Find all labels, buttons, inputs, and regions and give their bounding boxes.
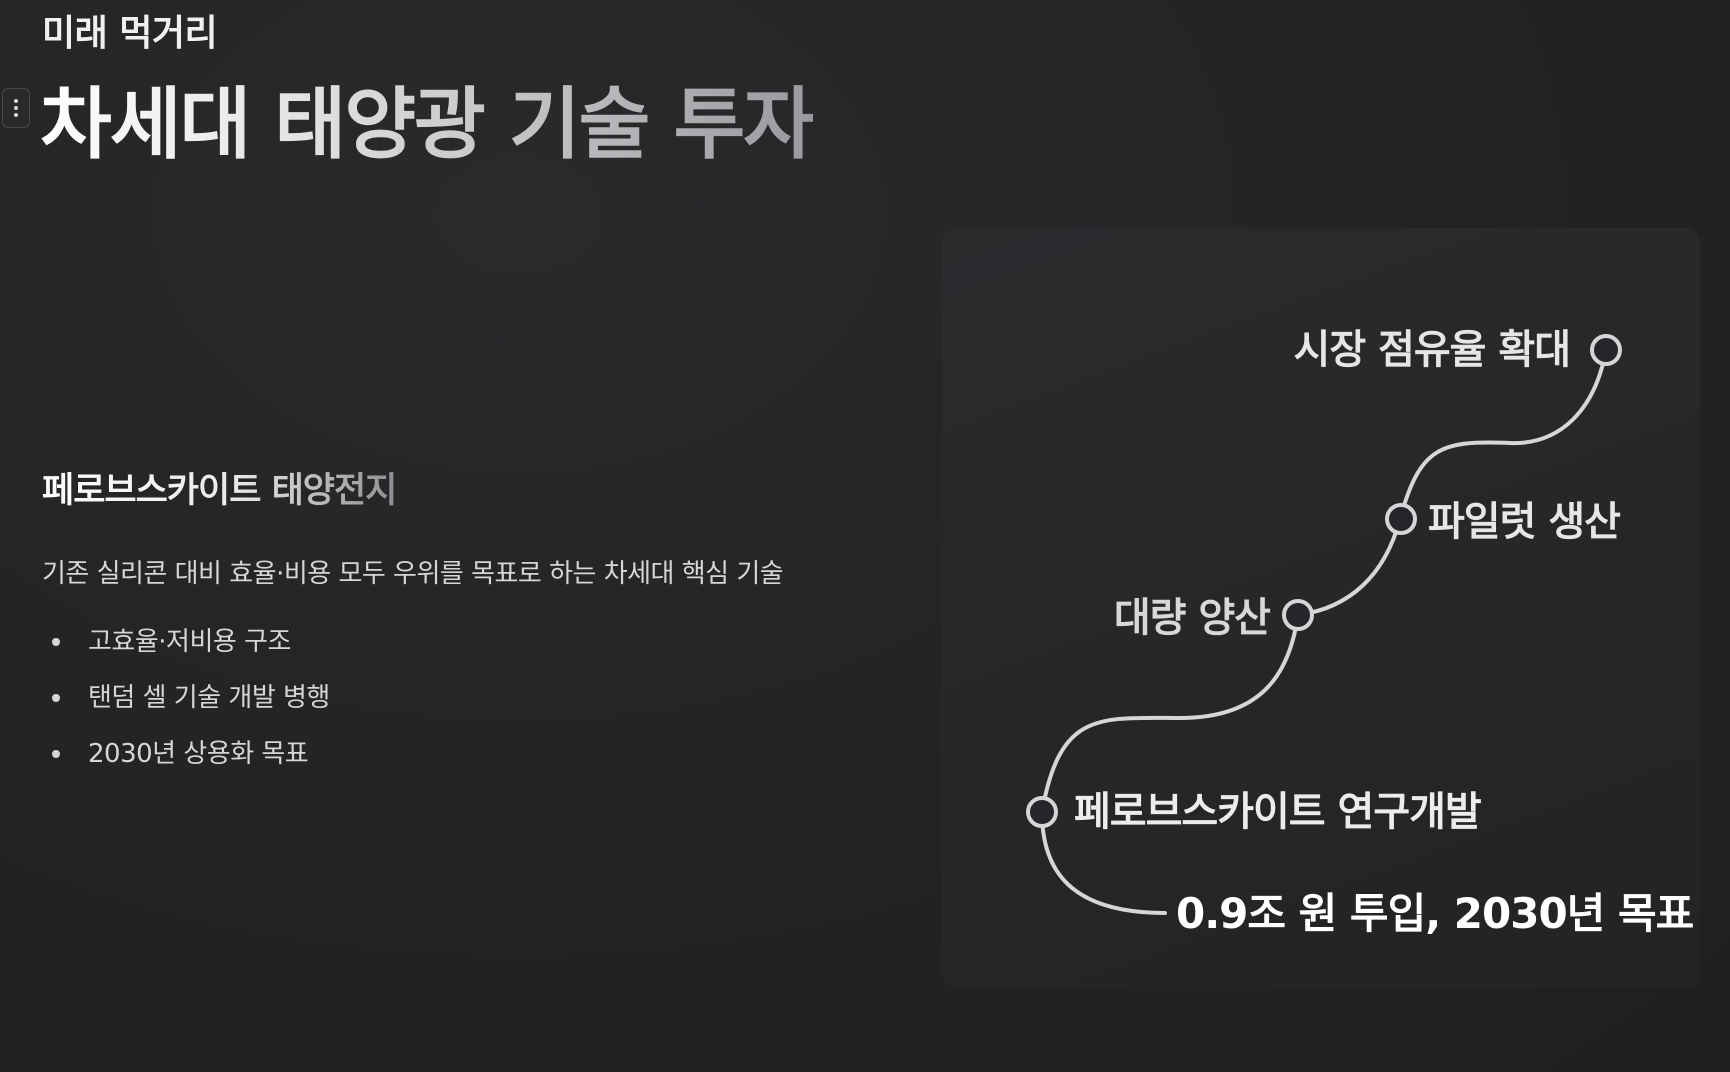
- content-section: 페로브스카이트 태양전지 기존 실리콘 대비 효율·비용 모두 우위를 목표로 …: [42, 462, 902, 788]
- bullet-icon: [52, 694, 60, 702]
- drag-dot: [14, 113, 18, 117]
- list-item[interactable]: 2030년 상용화 목표: [42, 732, 902, 788]
- milestone-label-rnd[interactable]: 페로브스카이트 연구개발: [1074, 789, 1482, 835]
- drag-handle-icon[interactable]: [2, 88, 30, 128]
- milestone-node[interactable]: [1385, 503, 1417, 535]
- milestone-node[interactable]: [1026, 796, 1058, 828]
- drag-dot: [14, 106, 18, 110]
- list-item[interactable]: 고효율·저비용 구조: [42, 620, 902, 676]
- bullet-list: 고효율·저비용 구조 탠덤 셀 기술 개발 병행 2030년 상용화 목표: [42, 620, 902, 788]
- page-title[interactable]: 차세대 태양광 기술 투자: [40, 62, 815, 174]
- section-heading[interactable]: 페로브스카이트 태양전지: [42, 462, 397, 513]
- milestone-label-market-share[interactable]: 시장 점유율 확대: [1293, 327, 1571, 373]
- bullet-icon: [52, 750, 60, 758]
- milestone-label-pilot-production[interactable]: 파일럿 생산: [1428, 499, 1621, 545]
- bullet-icon: [52, 638, 60, 646]
- list-item-text: 탠덤 셀 기술 개발 병행: [88, 683, 330, 713]
- milestone-label-investment[interactable]: 0.9조 원 투입, 2030년 목표: [1176, 889, 1694, 938]
- eyebrow-label: 미래 먹거리: [42, 13, 218, 54]
- list-item-text: 2030년 상용화 목표: [88, 739, 309, 769]
- drag-dot: [14, 99, 18, 103]
- milestone-label-mass-production[interactable]: 대량 양산: [1113, 595, 1271, 641]
- list-item-text: 고효율·저비용 구조: [88, 627, 291, 657]
- section-description[interactable]: 기존 실리콘 대비 효율·비용 모두 우위를 목표로 하는 차세대 핵심 기술: [42, 559, 784, 589]
- milestone-node[interactable]: [1590, 334, 1622, 366]
- milestone-node[interactable]: [1282, 599, 1314, 631]
- list-item[interactable]: 탠덤 셀 기술 개발 병행: [42, 676, 902, 732]
